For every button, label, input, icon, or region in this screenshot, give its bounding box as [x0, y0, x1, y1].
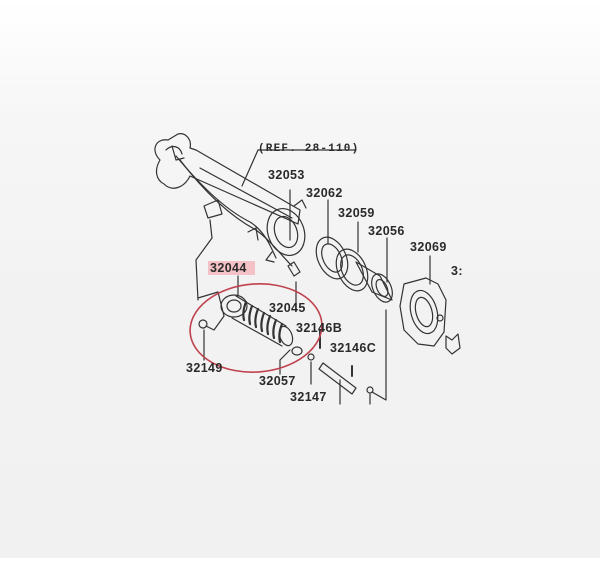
tube-flange [266, 208, 306, 256]
seal-32062 [315, 236, 349, 280]
part-label-32146B[interactable]: 32146B [296, 321, 343, 335]
part-label-32057[interactable]: 32057 [259, 374, 296, 388]
part-label-32056[interactable]: 32056 [368, 224, 405, 238]
highlight-ellipse [189, 283, 323, 373]
housing-32069 [399, 277, 447, 347]
housing-tube-outline [154, 133, 301, 225]
part-label-32059[interactable]: 32059 [338, 206, 375, 220]
part-label-32044-highlighted[interactable]: 32044 [208, 261, 255, 275]
part-label-partial: 3: [451, 264, 463, 278]
reference-label: (REF. 28-110) [258, 143, 360, 155]
part-label-32062[interactable]: 32062 [306, 186, 343, 200]
part-label-32146C[interactable]: 32146C [330, 341, 377, 355]
part-label-32045[interactable]: 32045 [269, 301, 306, 315]
part-label-32069[interactable]: 32069 [410, 240, 447, 254]
sleeve-32056 [355, 261, 393, 303]
part-label-32149[interactable]: 32149 [186, 361, 223, 375]
part-label-32147[interactable]: 32147 [290, 390, 327, 404]
boot-bellows [220, 294, 294, 347]
part-label-32053[interactable]: 32053 [268, 168, 305, 182]
bearing-32059 [335, 248, 369, 292]
